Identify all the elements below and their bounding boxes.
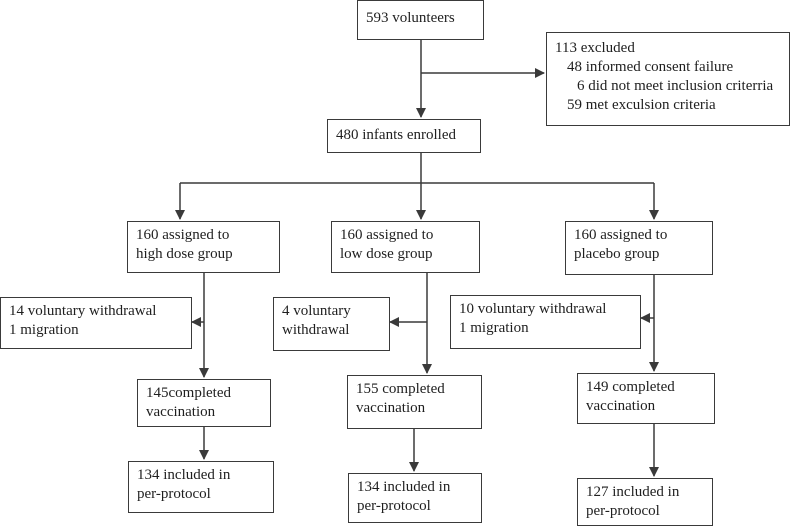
node-high-completed: 145completed vaccination — [137, 379, 271, 427]
node-text-line: per-protocol — [357, 498, 431, 514]
node-text-line: 127 included in — [586, 484, 680, 500]
node-text-line: 160 assigned to — [574, 227, 668, 243]
node-text-line: per-protocol — [137, 486, 211, 502]
node-low-withdrawal: 4 voluntary withdrawal — [273, 297, 390, 351]
node-placebo-withdrawal: 10 voluntary withdrawal 1 migration — [450, 295, 641, 349]
node-text-line: 1 migration — [459, 320, 529, 336]
node-text-line: 593 volunteers — [366, 10, 455, 26]
node-high-dose: 160 assigned to high dose group — [127, 221, 280, 273]
node-text-line: 6 did not meet inclusion criterria — [577, 78, 774, 94]
node-placebo-per-protocol: 127 included in per-protocol — [577, 478, 713, 526]
node-high-per-protocol: 134 included in per-protocol — [128, 461, 274, 513]
node-placebo: 160 assigned to placebo group — [565, 221, 713, 275]
node-text-line: 149 completed — [586, 379, 675, 395]
node-text-line: per-protocol — [586, 503, 660, 519]
node-low-dose: 160 assigned to low dose group — [331, 221, 480, 273]
node-low-per-protocol: 134 included in per-protocol — [348, 473, 482, 523]
node-text-line: 1 migration — [9, 322, 79, 338]
node-enrolled: 480 infants enrolled — [327, 119, 481, 153]
node-text-line: high dose group — [136, 246, 233, 262]
node-text-line: 113 excluded — [555, 40, 635, 56]
node-text-line: 160 assigned to — [340, 227, 434, 243]
node-placebo-completed: 149 completed vaccination — [577, 373, 715, 424]
node-text-line: 480 infants enrolled — [336, 127, 456, 143]
node-text-line: 134 included in — [137, 467, 231, 483]
node-text-line: 134 included in — [357, 479, 451, 495]
node-text-line: 59 met exculsion criteria — [567, 97, 716, 113]
node-volunteers: 593 volunteers — [357, 0, 484, 40]
node-text-line: vaccination — [356, 400, 426, 416]
node-text-line: 4 voluntary — [282, 303, 351, 319]
node-text-line: vaccination — [586, 398, 656, 414]
node-text-line: 48 informed consent failure — [567, 59, 734, 75]
node-low-completed: 155 completed vaccination — [347, 375, 482, 429]
node-text-line: 14 voluntary withdrawal — [9, 303, 157, 319]
node-text-line: 145completed — [146, 385, 231, 401]
node-text-line: 155 completed — [356, 381, 445, 397]
node-text-line: withdrawal — [282, 322, 350, 338]
node-text-line: placebo group — [574, 246, 660, 262]
node-text-line: 10 voluntary withdrawal — [459, 301, 607, 317]
node-text-line: 160 assigned to — [136, 227, 230, 243]
node-excluded: 113 excluded 48 informed consent failure 6… — [546, 32, 790, 126]
node-text-line: low dose group — [340, 246, 433, 262]
node-high-withdrawal: 14 voluntary withdrawal 1 migration — [0, 297, 192, 349]
node-text-line: vaccination — [146, 404, 216, 420]
